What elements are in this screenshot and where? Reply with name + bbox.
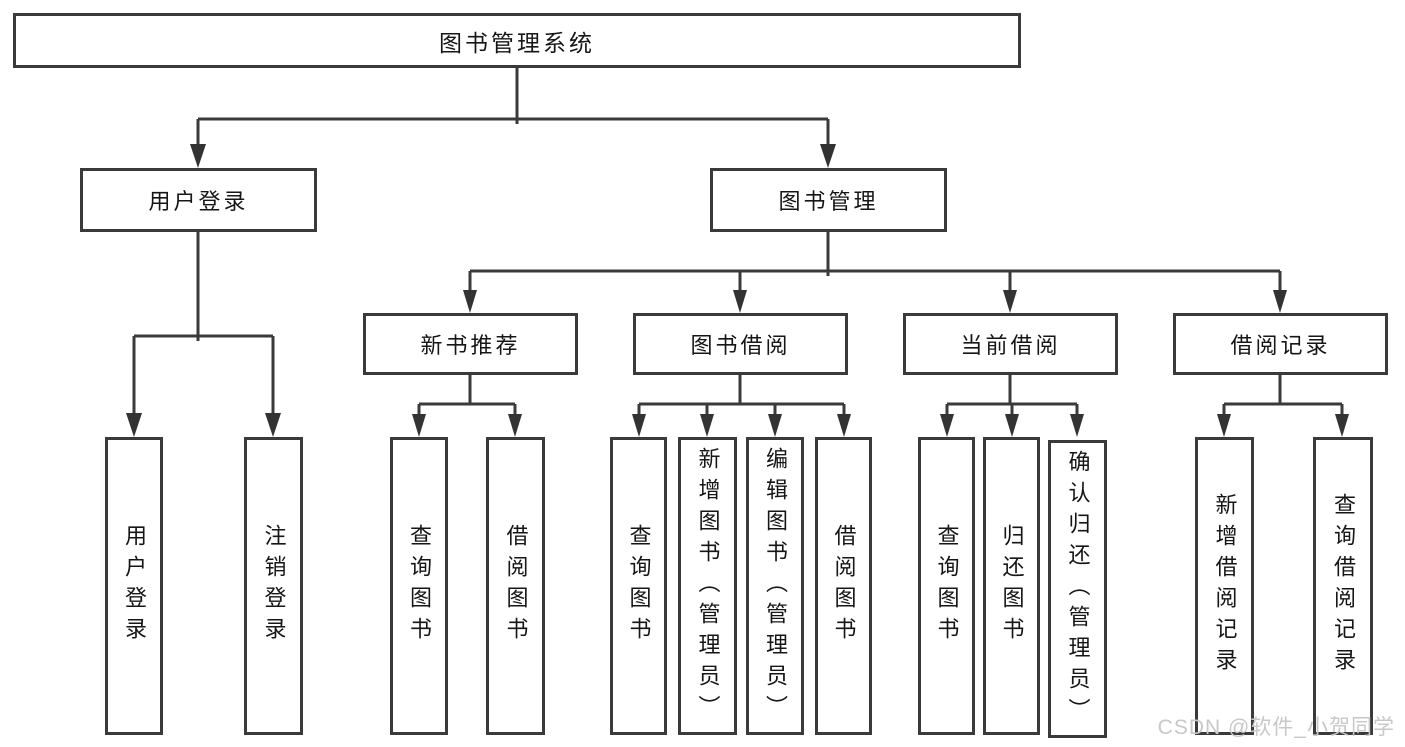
node-label: 新增图书（管理员） — [695, 446, 721, 726]
node-current-borrowing: 当前借阅 — [903, 313, 1118, 375]
node-label: 注销登录 — [261, 524, 287, 648]
arrowhead — [1070, 414, 1084, 437]
arrowhead — [1005, 414, 1019, 437]
node-label: 用户登录 — [148, 189, 249, 214]
arrowhead — [1273, 290, 1287, 313]
edge-root-drop — [196, 68, 830, 146]
edge-bookmgmt-group — [468, 232, 1282, 292]
leaf-user-login: 用户登录 — [105, 437, 163, 735]
node-label: 图书管理 — [778, 189, 879, 214]
node-label: 新书推荐 — [420, 333, 521, 358]
node-book-management: 图书管理 — [710, 168, 947, 232]
edge-userlogin-group — [132, 232, 275, 415]
node-label: 查询借阅记录 — [1331, 493, 1356, 679]
arrowhead — [940, 414, 954, 437]
leaf-edit-book-admin: 编辑图书（管理员） — [746, 437, 804, 735]
node-label: 图书管理系统 — [439, 29, 595, 56]
node-book-borrowing: 图书借阅 — [633, 313, 848, 375]
arrowhead — [632, 414, 646, 437]
leaf-add-book-admin: 新增图书（管理员） — [678, 437, 737, 735]
edge-currentborrow-group — [945, 375, 1079, 415]
node-borrowing-records: 借阅记录 — [1173, 313, 1388, 375]
node-label: 编辑图书（管理员） — [763, 446, 788, 726]
leaf-query-book-borrowing: 查询图书 — [610, 437, 667, 735]
arrowhead — [508, 414, 522, 437]
csdn-watermark: CSDN @软件_小贺同学 — [1157, 716, 1395, 739]
node-new-book-recommendation: 新书推荐 — [363, 313, 578, 375]
node-label: 当前借阅 — [960, 333, 1061, 358]
arrowhead — [126, 413, 142, 437]
arrowhead — [1003, 290, 1017, 313]
edge-newbookrec-group — [417, 375, 517, 415]
edge-bookborrow-group — [637, 375, 846, 415]
leaf-return-book: 归还图书 — [983, 437, 1040, 735]
node-library-management-system: 图书管理系统 — [13, 13, 1021, 68]
node-label: 查询图书 — [934, 524, 960, 648]
arrowhead — [412, 414, 426, 437]
node-user-login: 用户登录 — [80, 168, 317, 232]
leaf-borrow-book-recommendation: 借阅图书 — [486, 437, 545, 735]
leaf-query-book-current: 查询图书 — [918, 437, 975, 735]
arrowhead — [265, 413, 281, 437]
node-label: 新增借阅记录 — [1212, 493, 1238, 679]
node-label: 图书借阅 — [690, 333, 791, 358]
node-label: 归还图书 — [999, 524, 1025, 648]
leaf-confirm-return-admin: 确认归还（管理员） — [1048, 440, 1107, 738]
arrowhead — [837, 414, 851, 437]
node-label: 查询图书 — [407, 524, 432, 648]
arrowhead — [190, 144, 206, 168]
node-label: 查询图书 — [626, 524, 652, 648]
node-label: 用户登录 — [122, 524, 147, 648]
leaf-borrow-book: 借阅图书 — [815, 437, 872, 735]
arrowhead — [1335, 414, 1349, 437]
leaf-query-book-recommendation: 查询图书 — [390, 437, 448, 735]
edge-borrowrecords-group — [1222, 375, 1344, 415]
arrowhead — [820, 144, 836, 168]
arrowhead — [1217, 414, 1231, 437]
node-label: 借阅记录 — [1230, 333, 1331, 358]
arrowhead — [463, 290, 477, 313]
arrowhead — [700, 414, 714, 437]
leaf-query-borrow-record: 查询借阅记录 — [1313, 437, 1373, 735]
node-label: 借阅图书 — [503, 524, 529, 648]
leaf-logout: 注销登录 — [244, 437, 303, 735]
node-label: 借阅图书 — [831, 524, 857, 648]
arrowhead — [768, 414, 782, 437]
leaf-add-borrow-record: 新增借阅记录 — [1195, 437, 1254, 735]
node-label: 确认归还（管理员） — [1065, 449, 1091, 729]
arrowhead — [733, 290, 747, 313]
